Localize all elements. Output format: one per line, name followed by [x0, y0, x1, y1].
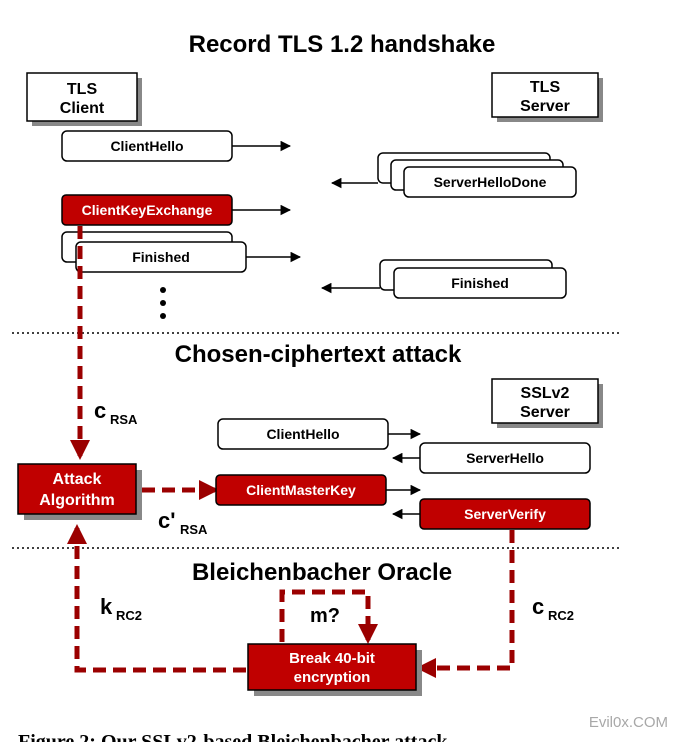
label-m-query: m?	[310, 605, 340, 627]
tls-client-hello: ClientHello	[61, 130, 233, 162]
svg-text:c: c	[94, 398, 106, 423]
dashed-m-query-loop	[279, 589, 378, 644]
break-encryption-box: Break 40-bit encryption	[247, 643, 422, 696]
svg-text:ClientHello: ClientHello	[110, 138, 183, 154]
svg-text:RC2: RC2	[116, 608, 142, 623]
handshake-title: Record TLS 1.2 handshake	[189, 31, 496, 58]
dashed-crc2-arrow	[416, 530, 515, 678]
svg-text:Attack: Attack	[53, 471, 102, 488]
svg-text:Server: Server	[520, 404, 570, 421]
tls-server-box: TLS Server	[491, 72, 603, 122]
svg-text:Algorithm: Algorithm	[39, 492, 115, 509]
dashed-krc2-arrow	[67, 524, 246, 673]
svg-text:k: k	[100, 594, 113, 619]
svg-text:Server: Server	[520, 98, 570, 115]
svg-text:Client: Client	[60, 100, 105, 117]
sslv2-server-box: SSLv2 Server	[491, 378, 603, 428]
tls-server-hello-done: ServerHelloDone	[377, 152, 577, 198]
svg-text:ClientHello: ClientHello	[266, 426, 339, 442]
attack-algorithm-box: Attack Algorithm	[17, 463, 142, 520]
sslv2-server-verify: ServerVerify	[419, 498, 591, 530]
tls-client-finished: Finished	[61, 231, 247, 273]
label-c-prime-rsa: c' RSA	[158, 508, 208, 537]
sslv2-client-master-key: ClientMasterKey	[215, 474, 387, 506]
svg-text:c': c'	[158, 508, 175, 533]
ellipsis-dots	[160, 287, 166, 319]
tls-client-key-exchange: ClientKeyExchange	[61, 194, 233, 226]
label-c-rsa: c RSA	[94, 398, 138, 427]
sslv2-client-hello: ClientHello	[217, 418, 389, 450]
figure-caption: Figure 2: Our SSLv2-based Bleichenbacher…	[18, 731, 448, 742]
oracle-title: Bleichenbacher Oracle	[192, 559, 452, 586]
svg-text:ServerHelloDone: ServerHelloDone	[434, 174, 547, 190]
watermark: Evil0x.COM	[589, 714, 668, 731]
svg-text:RC2: RC2	[548, 608, 574, 623]
label-k-rc2: k RC2	[100, 594, 142, 623]
label-c-rc2: c RC2	[532, 594, 574, 623]
svg-text:ClientKeyExchange: ClientKeyExchange	[82, 202, 213, 218]
svg-text:Finished: Finished	[451, 275, 509, 291]
svg-text:encryption: encryption	[294, 669, 371, 686]
sslv2-server-hello: ServerHello	[419, 442, 591, 474]
svg-text:c: c	[532, 594, 544, 619]
svg-text:TLS: TLS	[67, 81, 98, 98]
svg-text:ServerHello: ServerHello	[466, 450, 544, 466]
svg-text:ClientMasterKey: ClientMasterKey	[246, 482, 356, 498]
attack-title: Chosen-ciphertext attack	[175, 341, 462, 368]
tls-client-box: TLS Client	[26, 72, 142, 126]
svg-text:TLS: TLS	[530, 79, 561, 96]
svg-text:RSA: RSA	[110, 412, 138, 427]
svg-text:RSA: RSA	[180, 522, 208, 537]
tls-server-finished: Finished	[379, 259, 567, 299]
svg-text:ServerVerify: ServerVerify	[464, 506, 546, 522]
svg-text:Break 40-bit: Break 40-bit	[289, 650, 375, 667]
svg-text:Finished: Finished	[132, 249, 190, 265]
svg-text:SSLv2: SSLv2	[521, 385, 570, 402]
